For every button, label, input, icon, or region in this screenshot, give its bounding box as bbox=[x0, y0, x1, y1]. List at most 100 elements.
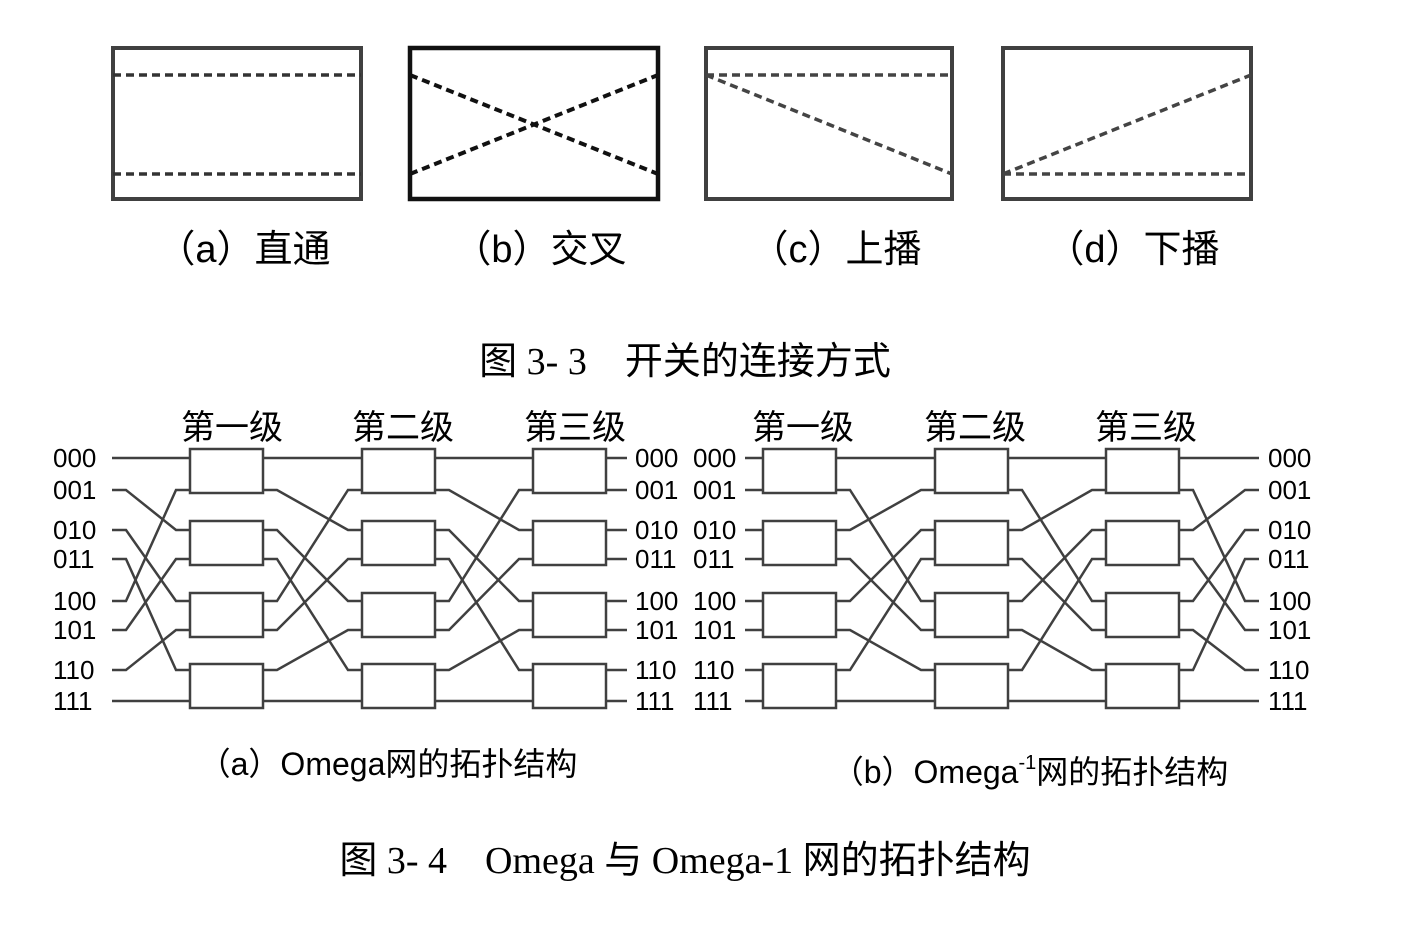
omega-stage-2-label: 第二级 bbox=[352, 409, 454, 447]
omega-switch-stage1-1 bbox=[188, 447, 265, 495]
network-wire bbox=[435, 488, 533, 603]
omega-inverse-input-label-7: 111 bbox=[693, 686, 733, 716]
omega-inverse-input-label-1: 001 bbox=[693, 475, 736, 505]
omega-inverse-switch-stage3-4 bbox=[1104, 662, 1181, 710]
network-wire bbox=[263, 628, 362, 672]
omega-inverse-input-label-6: 110 bbox=[693, 655, 734, 685]
network-wire bbox=[435, 557, 533, 632]
network-wire bbox=[263, 488, 362, 603]
switch-box bbox=[111, 46, 363, 201]
switch-box bbox=[407, 45, 661, 202]
omega-inverse-caption: （b）Omega-1网的拓扑结构 bbox=[832, 752, 1229, 790]
omega-inverse-output-label-3: 011 bbox=[1268, 544, 1309, 574]
network-wire bbox=[836, 528, 935, 603]
omega-inverse-stage-2-label: 第二级 bbox=[924, 409, 1026, 447]
dashed-connection bbox=[705, 73, 953, 176]
network-wire bbox=[263, 557, 362, 632]
network-wire bbox=[263, 528, 362, 603]
omega-inverse-switch-stage3-1 bbox=[1104, 447, 1181, 495]
switch-panel-upper-broadcast bbox=[704, 46, 954, 201]
network-wire bbox=[1008, 557, 1106, 672]
omega-inverse-switch-stage2-1 bbox=[933, 447, 1010, 495]
omega-inverse-switch-stage1-3 bbox=[761, 591, 838, 639]
omega-inverse-output-label-6: 110 bbox=[1268, 655, 1309, 685]
network-wire bbox=[1179, 557, 1259, 632]
network-wire bbox=[112, 557, 190, 632]
switch-panel-cross bbox=[407, 45, 661, 202]
omega-input-label-5: 101 bbox=[53, 615, 96, 645]
omega-inverse-input-label-3: 011 bbox=[693, 544, 734, 574]
network-wire bbox=[112, 488, 190, 532]
network-wire bbox=[435, 528, 533, 603]
omega-inverse-switch-stage2-3 bbox=[933, 591, 1010, 639]
omega-input-label-4: 100 bbox=[53, 586, 96, 616]
panel-caption-a: （a）直通 bbox=[157, 229, 330, 271]
switch-box bbox=[704, 46, 954, 201]
network-wire bbox=[836, 488, 935, 603]
switch-panels bbox=[111, 45, 1253, 202]
omega-inverse-stage-3-label: 第三级 bbox=[1095, 409, 1197, 447]
omega-switch-stage1-3 bbox=[188, 591, 265, 639]
omega-inverse-caption-prefix: （b） bbox=[832, 754, 914, 790]
dashed-connection bbox=[1002, 73, 1252, 176]
omega-inverse-input-label-4: 100 bbox=[693, 586, 736, 616]
omega-switch-stage1-2 bbox=[188, 519, 265, 567]
network-wire bbox=[1179, 488, 1259, 532]
panel-caption-b: （b）交叉 bbox=[453, 229, 626, 271]
omega-output-label-7: 111 bbox=[635, 686, 675, 716]
omega-inverse-switch-stage2-2 bbox=[933, 519, 1010, 567]
switch-panel-straight bbox=[111, 46, 363, 201]
network-wire bbox=[1008, 528, 1106, 603]
omega-inverse-output-label-0: 000 bbox=[1268, 443, 1311, 473]
omega-switch-stage2-1 bbox=[360, 447, 437, 495]
network-wire bbox=[112, 628, 190, 672]
omega-inverse-switch-stage1-4 bbox=[761, 662, 838, 710]
figure-3-4-caption: 图 3- 4 Omega 与 Omega-1 网的拓扑结构 bbox=[339, 840, 1030, 882]
omega-output-label-0: 000 bbox=[635, 443, 678, 473]
omega-output-label-4: 100 bbox=[635, 586, 678, 616]
network-wire bbox=[435, 628, 533, 672]
omega-inverse-output-label-1: 001 bbox=[1268, 475, 1311, 505]
omega-switch-stage2-3 bbox=[360, 591, 437, 639]
network-wire bbox=[112, 557, 190, 672]
network-wire bbox=[1179, 628, 1259, 672]
network-wire bbox=[836, 488, 935, 532]
port-labels: 0000010100111001011101110000010100111001… bbox=[53, 443, 1311, 716]
switch-box bbox=[1001, 46, 1253, 201]
panel-caption-d: （d）下播 bbox=[1046, 229, 1219, 271]
omega-inverse-caption-rest: 网的拓扑结构 bbox=[1036, 754, 1228, 790]
omega-inverse-input-label-5: 101 bbox=[693, 615, 736, 645]
omega-inverse-switch-stage1-2 bbox=[761, 519, 838, 567]
omega-output-label-3: 011 bbox=[635, 544, 676, 574]
network-wire bbox=[1008, 628, 1106, 672]
omega-inverse-switch-stage3-3 bbox=[1104, 591, 1181, 639]
omega-switch-stage3-3 bbox=[531, 591, 608, 639]
omega-switch-stage3-4 bbox=[531, 662, 608, 710]
network-wire bbox=[112, 488, 190, 603]
omega-inverse-input-label-2: 010 bbox=[693, 515, 736, 545]
omega-caption: （a）Omega网的拓扑结构 bbox=[199, 746, 578, 782]
omega-input-label-3: 011 bbox=[53, 544, 94, 574]
omega-switch-stage3-2 bbox=[531, 519, 608, 567]
omega-input-label-0: 000 bbox=[53, 443, 96, 473]
omega-inverse-caption-superscript: -1 bbox=[1018, 752, 1036, 774]
network-wire bbox=[836, 557, 935, 672]
omega-output-label-5: 101 bbox=[635, 615, 678, 645]
omega-caption-main: Omega网的拓扑结构 bbox=[280, 746, 577, 782]
network-wire bbox=[263, 488, 362, 532]
omega-inverse-caption-word: Omega bbox=[914, 754, 1019, 790]
omega-output-label-6: 110 bbox=[635, 655, 676, 685]
network-wire bbox=[1179, 488, 1259, 603]
omega-network bbox=[112, 447, 627, 710]
omega-switch-stage2-4 bbox=[360, 662, 437, 710]
omega-output-label-1: 001 bbox=[635, 475, 678, 505]
network-wire bbox=[263, 557, 362, 672]
omega-inverse-output-label-5: 101 bbox=[1268, 615, 1311, 645]
omega-stage-3-label: 第三级 bbox=[524, 409, 626, 447]
panel-caption-c: （c）上播 bbox=[750, 229, 921, 271]
network-wire bbox=[112, 528, 190, 603]
omega-inverse-stage-1-label: 第一级 bbox=[752, 409, 854, 447]
figure-3-3-caption: 图 3- 3 开关的连接方式 bbox=[479, 341, 891, 383]
omega-switch-stage3-1 bbox=[531, 447, 608, 495]
